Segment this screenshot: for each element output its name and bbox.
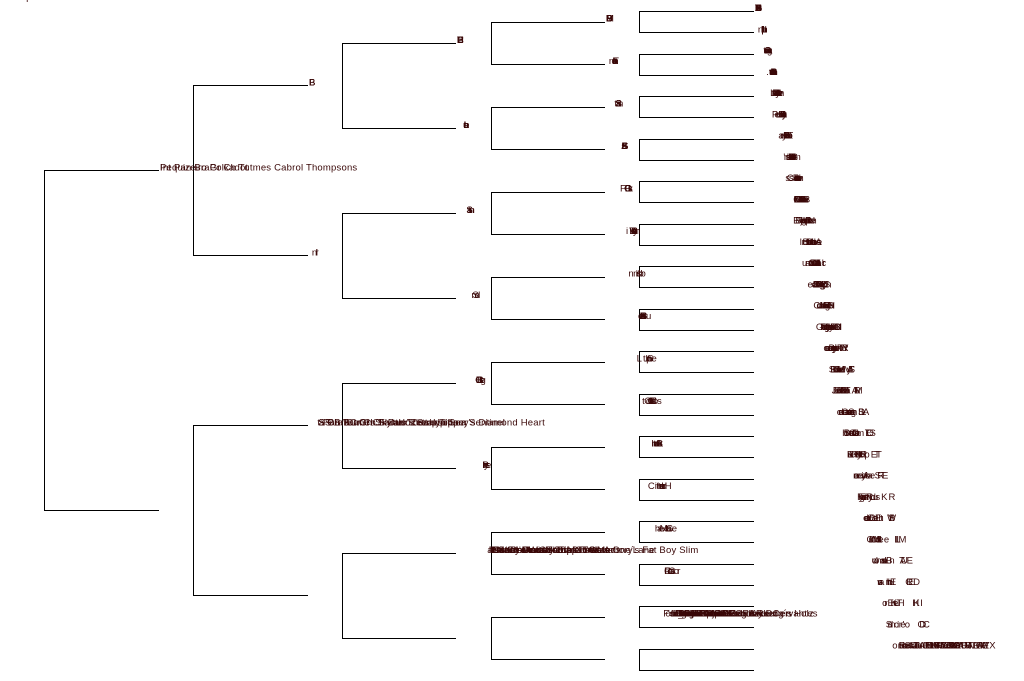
ancestor-name-gen5[interactable]: Breeze Jealous Lover xyxy=(755,3,851,418)
ancestor-name-gen2[interactable]: Bra Ch Tutmes Sarah Thompsons xyxy=(309,77,458,428)
ancestor-name-gen5[interactable]: Spain Ch Ashalon Magic Return to Courtma… xyxy=(755,3,984,652)
ancestor-name-gen5[interactable]: Vdh. Lu. De. Ch Blue Pearl vom Rauhen Ho… xyxy=(755,3,956,652)
ancestor-name-gen3[interactable]: Pan BraGr Ch Flutter's Blue Selena xyxy=(457,35,614,556)
ancestor-name-gen5[interactable]: Brenda D'Villa Real Sena's xyxy=(755,3,874,545)
ancestor-name-gen5[interactable]: Kennelbourne Yankie Doodle xyxy=(755,3,884,545)
ancestor-name-gen3[interactable]: Ch Skylark Foxwoods TripDonwMemoryLane xyxy=(457,35,655,556)
ancestor-name-gen4[interactable]: BISS Bra/Uru Ch Los Ombues Fez xyxy=(606,14,759,620)
ancestor-name-gen2[interactable]: Int Pan BraGr Ch Ducocker's Tiffany's Di… xyxy=(309,77,545,428)
ancestor-name-gen3[interactable]: Bra Ch Tiffany Ducocker of Falklands xyxy=(457,35,621,556)
ancestor-name-gen3[interactable]: BIS BPISS Int Pan Uy Bra.Gr Ch A One´s F… xyxy=(457,35,699,556)
ancestor-name-gen4[interactable]: Bra Ch Spider's _Penelope's Gulliver xyxy=(606,14,769,620)
ancestor-name-gen5[interactable]: Es. Por. Ch COURTMASTER WITCHDOCTOR xyxy=(755,3,962,652)
ancestor-name-gen1[interactable]: Int Pan BraGr Ch Tutmes Cabrol Thompsons xyxy=(160,162,357,173)
ancestor-name-gen1[interactable]: Pequizeiro Polkadot xyxy=(160,162,248,173)
ancestor-name-gen5[interactable]: Bra Ch LUNNA'S CHARLOTT BLUE OF IRON FAR… xyxy=(755,3,988,652)
subject-dog-name[interactable]: Pequizeiro Polka Dancer xyxy=(11,0,120,3)
ancestor-name-gen5[interactable]: Gloucester's Daya xyxy=(755,3,836,354)
ancestor-name-gen5[interactable]: Ch Aurora's Daffodil xyxy=(755,3,844,418)
ancestor-name-gen5[interactable]: Graecham Beach Boy xyxy=(755,3,852,375)
ancestor-name-gen4[interactable]: BIS BPISS Bra Ch A One's King Kicker xyxy=(606,14,777,620)
ancestor-name-gen5[interactable]: BISS BIS Ch SUNNYSIDE SKYLARK PLAY BY PL… xyxy=(755,3,990,652)
ancestor-name-gen2[interactable]: BISS BraGr Ch Flutter's Sandpipper xyxy=(309,77,468,428)
ancestor-name-gen5[interactable]: Int. Pan. Bra Ch STOCDALE LET'S TALK ABO… xyxy=(755,3,996,652)
ancestor-name-gen5[interactable]: Ch Ashbrook Aristocrat ECM xyxy=(755,3,882,545)
ancestor-name-gen5[interactable]: Pan BraGr Ch COURTMASTER MEDICINE MAN xyxy=(755,3,971,652)
ancestor-name-gen3[interactable]: Tutmes Nobel Ocean xyxy=(457,35,550,556)
